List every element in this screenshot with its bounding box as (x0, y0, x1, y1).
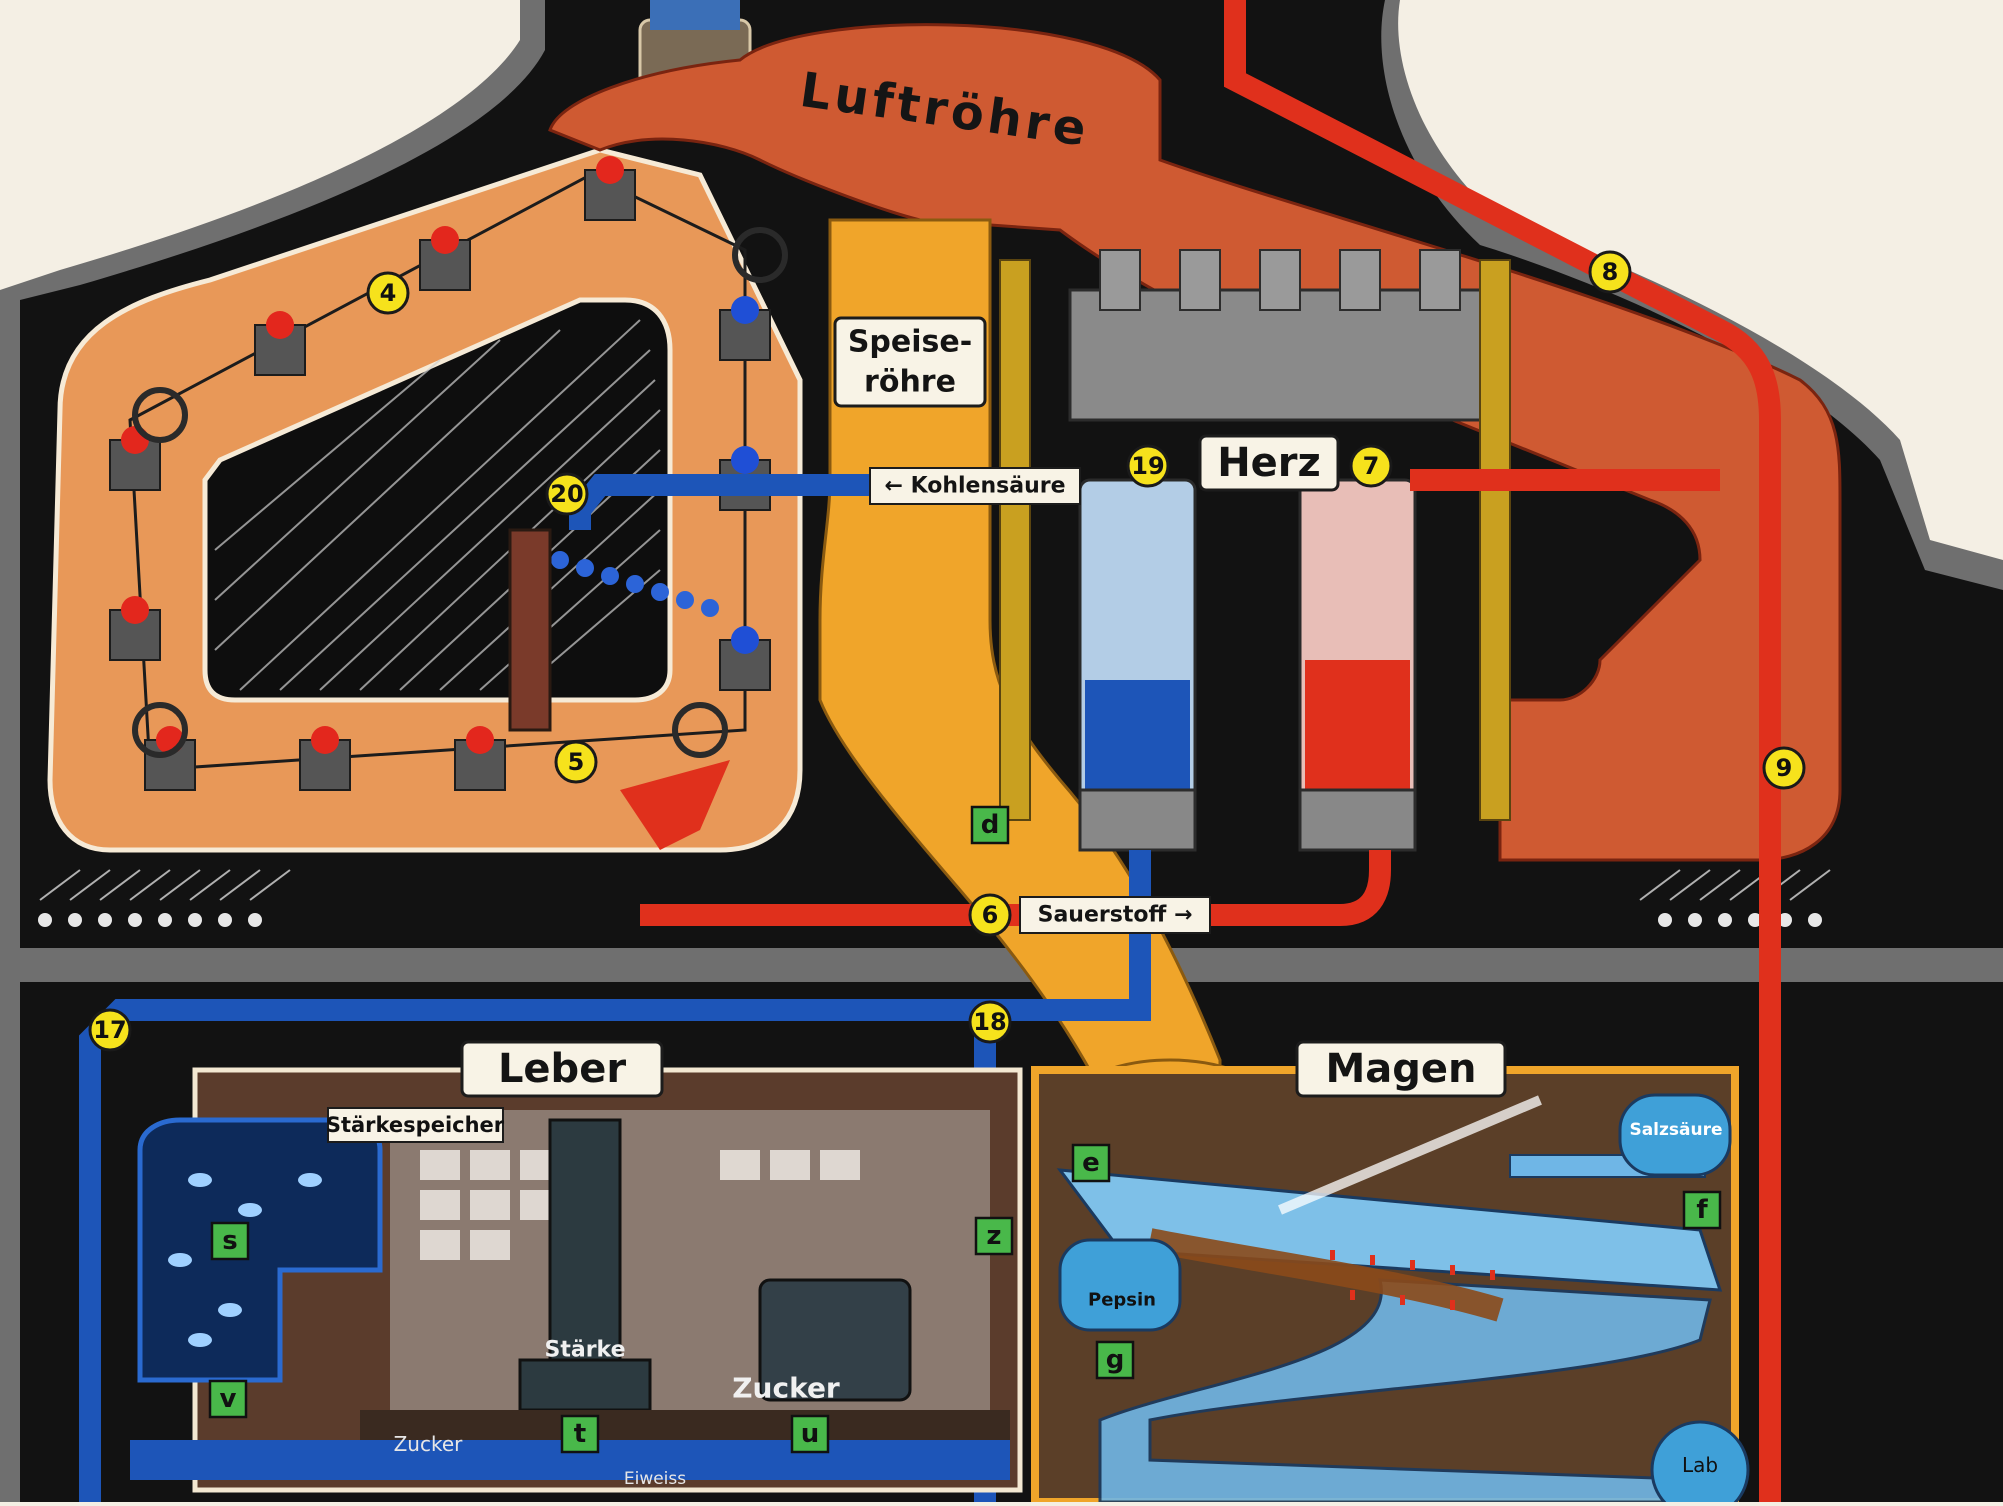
marker-6: 6 (968, 893, 1012, 937)
letter-e: e (1071, 1143, 1111, 1183)
marker-17: 17 (88, 1008, 132, 1052)
heart-machine (999, 249, 1511, 852)
svg-text:9: 9 (1776, 754, 1793, 782)
svg-text:f: f (1696, 1195, 1708, 1225)
letter-g: g (1095, 1340, 1135, 1380)
letter-d: d (970, 805, 1010, 845)
oxygen-pipe (640, 0, 1781, 1502)
svg-text:t: t (574, 1419, 586, 1449)
letter-f: f (1682, 1190, 1722, 1230)
marker-19: 19 (1126, 444, 1170, 488)
marker-5: 5 (554, 740, 598, 784)
letter-s: s (210, 1221, 250, 1261)
svg-text:4: 4 (380, 279, 397, 307)
marker-7: 7 (1349, 444, 1393, 488)
sugar-label: Zucker (732, 1372, 840, 1405)
protein-label: Eiweiss (624, 1469, 686, 1489)
letter-t: t (560, 1414, 600, 1454)
water-tank (650, 0, 740, 30)
oxygen-beads (720, 905, 860, 925)
esophagus-label-box (833, 316, 987, 408)
stomach-label: Magen (1325, 1046, 1476, 1092)
pepsin-label: Pepsin (1088, 1290, 1156, 1311)
oxygen-label-box (1019, 896, 1211, 934)
heart-label-box (1198, 434, 1340, 492)
esophagus-label-line2: röhre (864, 365, 956, 400)
svg-text:u: u (801, 1419, 820, 1449)
co2-label: ← Kohlensäure (884, 474, 1065, 499)
esophagus-label-line1: Speise- (848, 325, 972, 360)
svg-text:z: z (986, 1221, 1001, 1251)
starch-store-label: Stärkespeicher (326, 1113, 505, 1137)
liver-label-box (460, 1040, 664, 1098)
sugar-floor-label: Zucker (394, 1432, 464, 1456)
svg-text:17: 17 (93, 1016, 126, 1044)
svg-text:v: v (220, 1384, 237, 1414)
co2-label-box (869, 467, 1081, 505)
liver-label: Leber (498, 1046, 626, 1092)
diaphragm-band (0, 948, 2003, 982)
letter-v: v (208, 1379, 248, 1419)
marker-4: 4 (366, 271, 410, 315)
lab-label: Lab (1682, 1453, 1718, 1477)
svg-text:7: 7 (1363, 452, 1380, 480)
starch-store-label-box (327, 1107, 504, 1143)
letter-z: z (974, 1216, 1014, 1256)
svg-text:5: 5 (568, 748, 585, 776)
marker-20: 20 (545, 472, 589, 516)
stomach-label-box (1295, 1040, 1507, 1098)
insulators (38, 913, 1822, 927)
lung-machine (47, 147, 803, 853)
svg-text:19: 19 (1131, 452, 1164, 480)
letter-u: u (790, 1414, 830, 1454)
windpipe (548, 23, 1842, 862)
svg-text:20: 20 (550, 480, 583, 508)
svg-text:g: g (1106, 1345, 1125, 1375)
svg-text:e: e (1082, 1148, 1100, 1178)
svg-text:d: d (981, 810, 1000, 840)
salzsaeure-label: Salzsäure (1629, 1120, 1722, 1140)
svg-text:s: s (222, 1226, 237, 1256)
marker-18: 18 (968, 1000, 1012, 1044)
oxygen-label: Sauerstoff → (1038, 903, 1193, 928)
starch-label: Stärke (544, 1338, 625, 1363)
svg-text:18: 18 (973, 1008, 1006, 1036)
marker-8: 8 (1588, 250, 1632, 294)
svg-text:6: 6 (982, 901, 999, 929)
heart-label: Herz (1217, 440, 1321, 486)
marker-9: 9 (1762, 746, 1806, 790)
svg-text:8: 8 (1602, 258, 1619, 286)
